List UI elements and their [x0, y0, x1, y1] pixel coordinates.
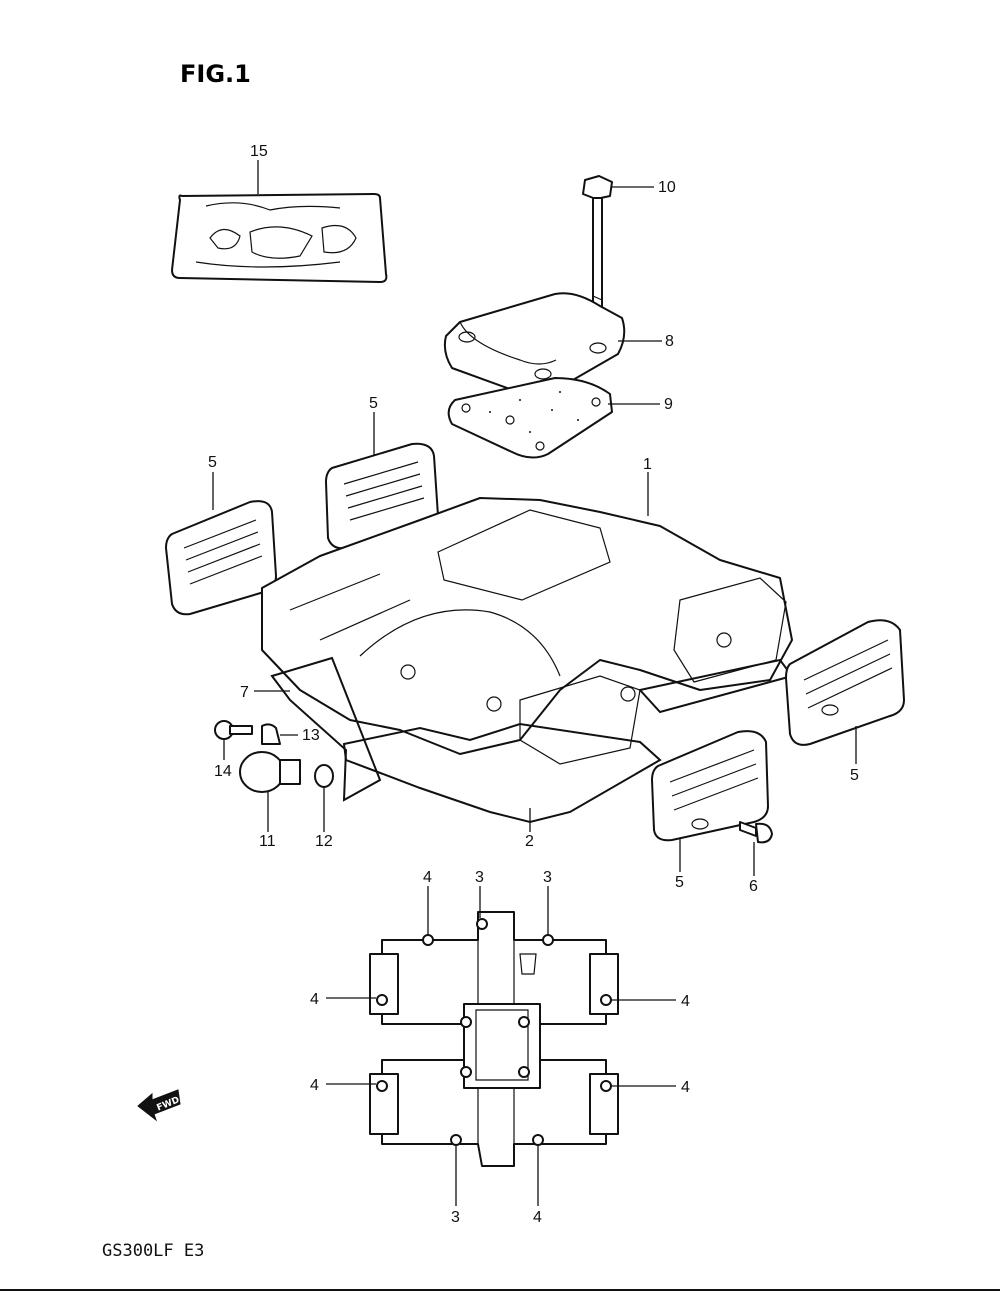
- callout-13: 13: [302, 727, 320, 744]
- part-11-plug: [239, 751, 301, 793]
- callout-3-bottom: 3: [451, 1209, 460, 1226]
- callout-1: 1: [643, 456, 652, 473]
- part-6-screw: [739, 821, 773, 844]
- part-15-gasket-set-bag: [171, 193, 388, 283]
- callout-4-mid-left: 4: [310, 991, 319, 1008]
- part-5-cover-right-upper: [785, 619, 905, 746]
- callout-4-bottom: 4: [533, 1209, 542, 1226]
- callout-4-top-left: 4: [423, 869, 432, 886]
- part-5-cover-right-lower: [651, 730, 769, 842]
- part-5-cover-left: [165, 500, 277, 616]
- callout-12: 12: [315, 833, 333, 850]
- callout-2: 2: [525, 833, 534, 850]
- callout-5-left: 5: [208, 454, 217, 471]
- callout-15: 15: [250, 143, 268, 160]
- callout-labels: 15 10 8 9 5 5 1 7 13 14 5 11 12 2 5 6 4 …: [208, 143, 859, 1226]
- figure-title: FIG.1: [180, 60, 251, 88]
- callout-11: 11: [259, 833, 276, 850]
- part-12-o-ring: [314, 764, 334, 788]
- part-13-clamp: [261, 723, 281, 745]
- model-code: GS300LF E3: [102, 1241, 204, 1261]
- callout-4-mid-right: 4: [681, 993, 690, 1010]
- leader-lines: [212, 160, 857, 1206]
- callout-4-low-right: 4: [681, 1079, 690, 1096]
- callout-5-right-lower: 5: [675, 874, 684, 891]
- part-14-screw: [214, 720, 253, 740]
- callout-8: 8: [665, 333, 674, 350]
- callout-4-low-left: 4: [310, 1077, 319, 1094]
- callout-5-upper: 5: [369, 395, 378, 412]
- callout-7: 7: [240, 684, 249, 701]
- part-8-cap: [443, 292, 626, 397]
- part-9-gasket: [447, 377, 613, 459]
- callout-5-right-upper: 5: [850, 767, 859, 784]
- callout-3-top-left: 3: [475, 869, 484, 886]
- part-7-gasket: [270, 656, 382, 802]
- callout-10: 10: [658, 179, 676, 196]
- fwd-arrow-icon: FWD: [137, 1089, 181, 1122]
- callout-9: 9: [664, 396, 673, 413]
- callout-3-top-right: 3: [543, 869, 552, 886]
- tightening-plan-view: [369, 911, 619, 1167]
- callout-14: 14: [214, 763, 232, 780]
- part-1-cam-housing: [261, 497, 793, 765]
- callout-6: 6: [749, 878, 758, 895]
